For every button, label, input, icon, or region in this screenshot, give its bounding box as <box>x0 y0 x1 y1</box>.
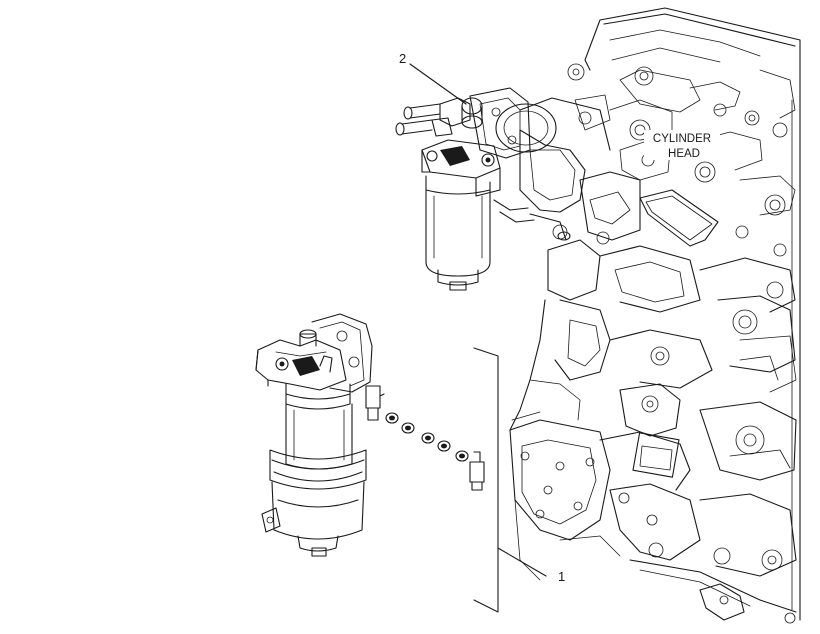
annotation-background <box>644 130 720 160</box>
annotation-head: HEAD <box>668 148 700 160</box>
exploded-fuel-filter <box>255 313 485 557</box>
callout-2-label: 2 <box>399 51 406 66</box>
callout-group-bracket <box>473 347 499 613</box>
installed-fuel-filter-assembly <box>395 87 571 291</box>
callout-1-leader <box>497 547 547 577</box>
annotation-cylinder: CYLINDER <box>653 133 711 145</box>
callout-2-leader <box>409 63 467 105</box>
engine-block <box>509 7 801 624</box>
callout-1-label: 1 <box>558 569 565 584</box>
